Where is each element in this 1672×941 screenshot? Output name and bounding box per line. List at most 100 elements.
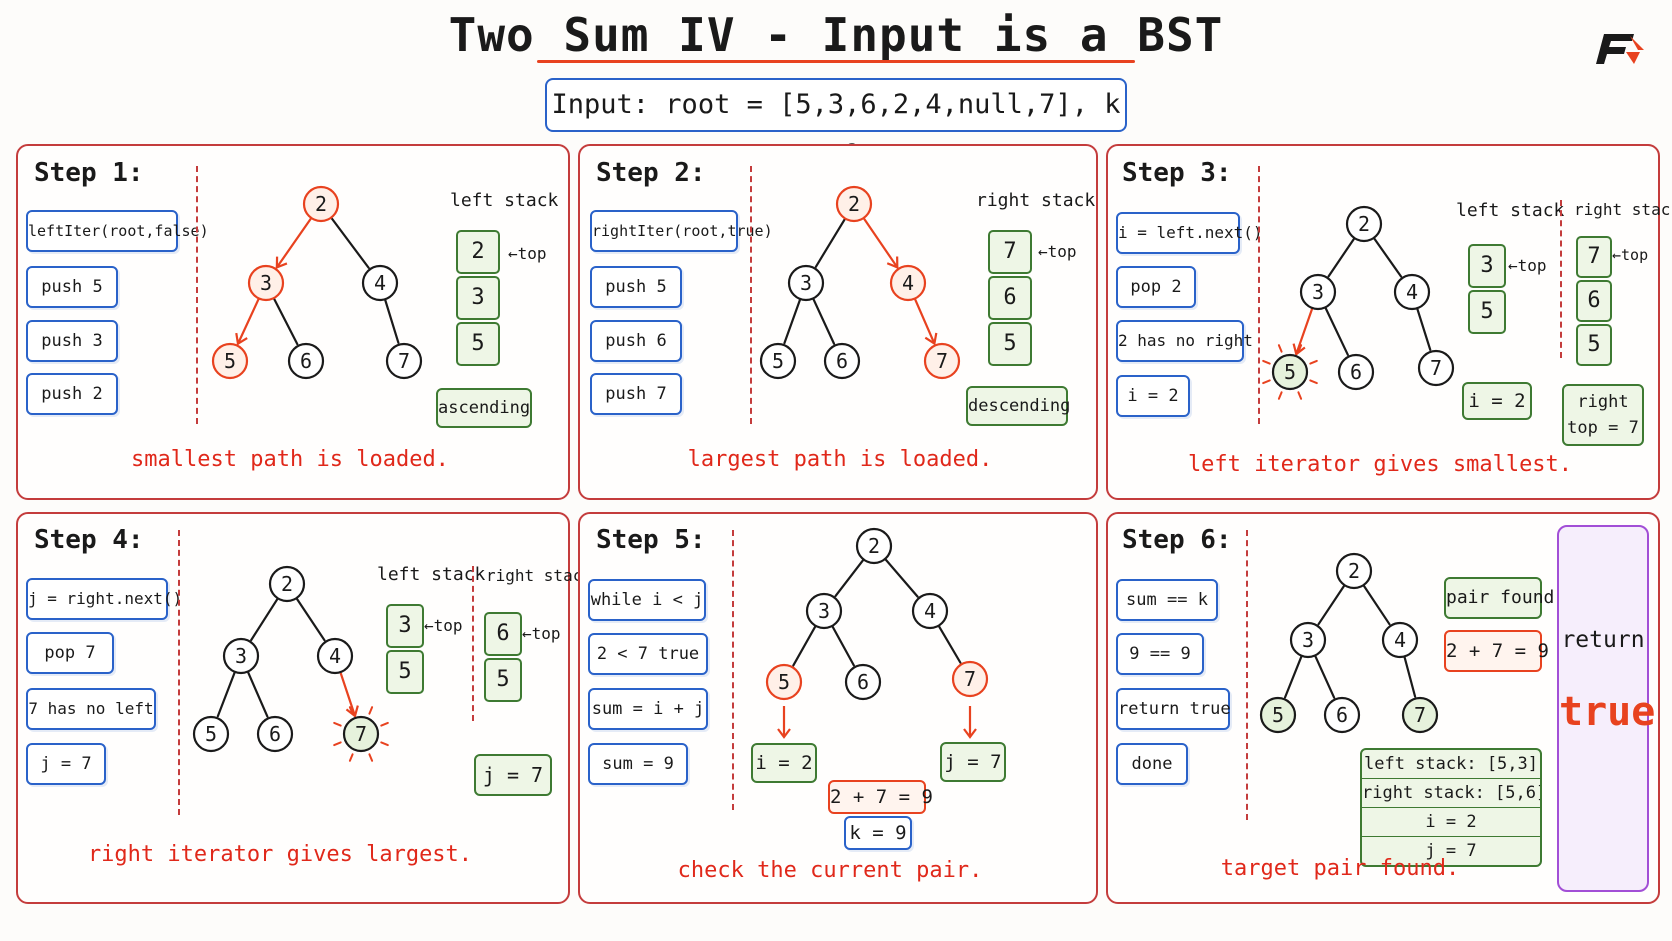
step-2-tree-node-label-6: 4 [902,271,914,295]
step-1-tree-node-label-6: 4 [374,271,386,295]
step-5-divider [732,530,734,810]
step-6-tree-node-label-6: 4 [1394,628,1406,652]
summary-row-right-stack: right stack: [5,6] [1362,779,1540,808]
step-5-tree-node-6 [911,592,949,630]
step-3-tree-highlight-ray [1262,379,1271,385]
step-6-summary-table: left stack: [5,3] right stack: [5,6] i =… [1360,748,1542,867]
step-3-tree-node-label-7: 7 [1430,356,1442,380]
step-3-tree-node-2 [1271,353,1309,391]
step-4-tree-node-2 [192,715,230,753]
step-6-tree-node-label-2: 5 [1272,703,1284,727]
step-2-tree-node-2 [759,342,797,380]
return-value: true [1559,689,1656,735]
step-5-k-badge: k = 9 [844,816,912,850]
step-5-op-1: while i < j [588,579,706,621]
step-3-tree-highlight-ray [1277,391,1283,400]
step-4-tree-node-5 [268,565,306,603]
step-3-right-top-line-2: top = 7 [1567,418,1639,438]
step-5-tree-node-3 [805,592,843,630]
step-2-tree-node-label-3: 3 [800,271,812,295]
step-4-tree-edge-5-6 [295,597,326,642]
step-6-tree-edge-3-4 [1313,654,1336,699]
step-2-top-pointer: ←top [1038,242,1077,261]
step-1-tree-edge-3-4 [272,297,299,346]
step-4-j-badge: j = 7 [474,754,552,796]
step-5-caption: check the current pair. [677,858,983,883]
step-6-tree-edge-5-3 [1317,584,1346,626]
step-3-divider [1258,166,1260,424]
step-2-label: Step 2: [596,158,706,188]
step-3-tree-node-label-3: 3 [1312,280,1324,304]
step-4-tree-highlight-ray [348,706,354,715]
step-3-op-1: i = left.next() [1116,212,1263,254]
step-1-stack-cell-1: 2 [456,230,500,274]
step-3-tree-node-label-6: 4 [1406,280,1418,304]
step-6-caption: target pair found. [1220,856,1460,881]
step-1-tree-edge-5-6 [330,216,370,269]
step-5-op-2: 2 < 7 true [588,633,708,675]
step-4-tree-node-label-3: 3 [235,644,247,668]
step-3-op-3: 2 has no right [1116,320,1253,362]
step-2-tree-node-5 [835,185,873,223]
step-1-tree-node-6 [361,264,399,302]
step-2-tree-edge-5-6 [862,216,899,269]
step-6-op-2: 9 == 9 [1116,633,1204,675]
step-1-order-badge: ascending [436,388,532,428]
step-3-tree-edge-5-3 [1327,236,1356,278]
step-4-tree-node-3 [222,637,260,675]
step-2-tree-node-label-5: 2 [848,192,860,216]
step-3-right-stack-cell-3: 5 [1576,324,1612,366]
step-2-tree-arrowhead-6-7 [924,332,938,345]
step-4-stack-divider [472,566,474,721]
step-2-tree-edge-3-4 [812,297,836,345]
step-1-tree-node-label-7: 7 [398,349,410,373]
step-2-stack-title: right stack [976,190,1096,211]
step-4-op-2: pop 7 [26,632,114,674]
step-4-divider [178,530,180,815]
step-3-i-badge: i = 2 [1462,382,1532,420]
step-1-op-3: push 3 [26,320,118,362]
step-3-right-stack-title: right stack [1574,200,1672,219]
step-1-stack-title: left stack [450,190,559,211]
page-title: Two Sum IV - Input is a BST [448,8,1224,62]
step-2-op-1: rightIter(root,true) [590,210,773,252]
step-5-tree-edge-3-4 [831,624,855,667]
step-6-tree-node-3 [1289,621,1327,659]
step-1-caption: smallest path is loaded. [131,447,449,472]
step-3-op-4: i = 2 [1116,375,1190,417]
step-4-tree-node-7 [342,715,380,753]
step-1-tree-node-4 [287,342,325,380]
step-4-tree-highlight-ray [368,753,374,762]
step-4-tree-highlight-ray [333,741,342,747]
step-5-j-badge: j = 7 [940,742,1006,782]
step-3-tree-node-4 [1337,353,1375,391]
step-3-tree-node-5 [1345,205,1383,243]
step-6-tree-node-label-4: 6 [1336,703,1348,727]
step-1-tree-node-label-3: 3 [260,271,272,295]
step-2-tree-node-label-4: 6 [836,349,848,373]
step-4-tree-node-6 [316,637,354,675]
step-4-tree-edge-5-3 [250,597,279,642]
step-4-left-stack-cell-2: 5 [386,650,424,694]
step-4-tree-node-label-7: 7 [355,722,367,746]
step-3-left-stack-cell-1: 3 [1468,244,1506,288]
step-1-tree-node-7 [385,342,423,380]
step-6-tree-node-6 [1381,621,1419,659]
step-2-tree-edge-3-2 [783,297,802,345]
step-5-tree-node-7 [951,660,989,698]
step-1-divider [196,166,198,424]
step-2-tree-node-label-2: 5 [772,349,784,373]
step-3-tree-node-7 [1417,349,1455,387]
step-2-op-2: push 5 [590,266,682,308]
step-4-op-3: 7 has no left [26,688,156,730]
summary-row-j: j = 7 [1425,841,1477,861]
step-6-tree-node-label-3: 3 [1302,628,1314,652]
step-2-tree-node-label-7: 7 [936,349,948,373]
step-5-tree-node-label-4: 6 [857,670,869,694]
step-5-label: Step 5: [596,525,706,555]
step-4-left-stack-title: left stack [377,564,486,585]
step-5-tree-node-4 [844,663,882,701]
step-3-right-top-line-1: right [1577,392,1629,412]
step-6-tree-node-5 [1335,552,1373,590]
